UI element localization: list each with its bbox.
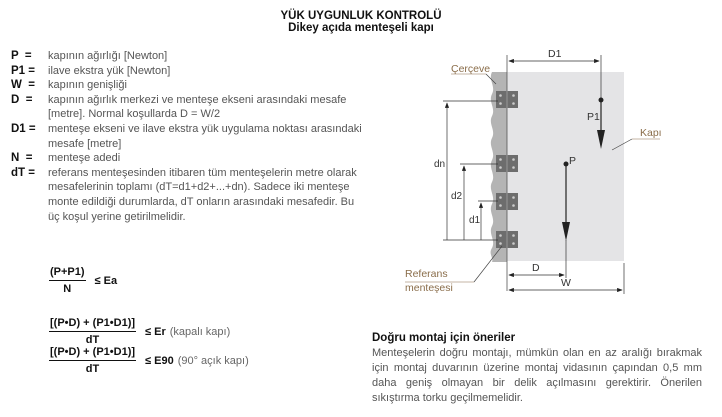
hinge-2	[496, 193, 518, 210]
definition-d1: D1 = menteşe ekseni ve ilave ekstra yük …	[11, 122, 366, 151]
D-label: D	[532, 262, 540, 274]
definition-p: P = kapının ağırlığı [Newton]	[11, 49, 366, 64]
W-label: W	[561, 277, 571, 289]
definition-symbol: D =	[11, 93, 33, 106]
definition-n: N = menteşe adedi	[11, 151, 366, 166]
numerator: (P+P1)	[49, 266, 86, 281]
p1-arrow-icon	[597, 130, 605, 149]
definition-text: kapının genişliği	[48, 79, 127, 92]
numerator: [(P•D) + (P1•D1)]	[49, 317, 137, 332]
definition-p1: P1 = ilave ekstra yük [Newton]	[11, 64, 366, 79]
reference-hinge-leader	[473, 245, 503, 283]
frame-label: Çerçeve	[451, 63, 490, 75]
hinge-reference	[496, 231, 518, 248]
formula-er: [(P•D) + (P1•D1)] dT ≤ Er (kapalı kapı)	[49, 317, 230, 347]
definition-text: kapının ağırlık merkezi ve menteşe eksen…	[48, 93, 347, 121]
definition-symbol: D1 =	[11, 122, 36, 135]
definition-dt: dT = referans menteşesinden itibaren tüm…	[11, 166, 366, 224]
fraction: (P+P1) N	[49, 266, 86, 296]
fraction: [(P•D) + (P1•D1)] dT	[49, 346, 137, 376]
frame-leader	[485, 73, 497, 85]
fraction: [(P•D) + (P1•D1)] dT	[49, 317, 137, 347]
definition-w: W = kapının genişliği	[11, 78, 366, 93]
reference-hinge-label-line1: Referans	[405, 268, 448, 280]
definitions-list: P = kapının ağırlığı [Newton] P1 = ilave…	[11, 49, 366, 224]
hinge-n	[496, 155, 518, 172]
dn-label: dn	[434, 159, 445, 170]
P1-label: P1	[587, 111, 600, 123]
recommendations-text: Menteşelerin doğru montajı, mümkün olan …	[372, 347, 702, 404]
relation: ≤ Er	[145, 326, 166, 338]
recommendations-title: Doğru montaj için öneriler	[372, 332, 516, 344]
page-subtitle: Dikey açıda menteşeli kapı	[288, 22, 434, 34]
formula-ea: (P+P1) N ≤ Ea	[49, 266, 117, 296]
relation: ≤ E90	[145, 355, 174, 367]
numerator: [(P•D) + (P1•D1)]	[49, 346, 137, 361]
door-leader	[611, 138, 633, 151]
formula-e90: [(P•D) + (P1•D1)] dT ≤ E90 (90° açık kap…	[49, 346, 249, 376]
reference-hinge-label-line2: menteşesi	[405, 282, 453, 294]
definition-symbol: P1 =	[11, 64, 35, 77]
definition-symbol: N =	[11, 152, 33, 165]
d1-label: d1	[469, 215, 481, 226]
definition-symbol: P =	[11, 50, 32, 62]
definition-symbol: W =	[11, 79, 35, 92]
denominator: dT	[85, 363, 100, 375]
d2-label: d2	[451, 191, 463, 202]
page-title: YÜK UYGUNLUK KONTROLÜ	[280, 10, 442, 22]
definition-text: kapının ağırlığı [Newton]	[48, 50, 168, 62]
definition-d: D = kapının ağırlık merkezi ve menteşe e…	[11, 93, 366, 122]
relation-note: (kapalı kapı)	[169, 326, 231, 338]
definition-text: menteşe adedi	[48, 152, 121, 165]
p-arrow-icon	[562, 222, 570, 241]
denominator: dT	[85, 334, 100, 346]
relation-note: (90° açık kapı)	[177, 355, 249, 367]
P-label: P	[569, 155, 576, 167]
definition-symbol: dT =	[11, 166, 35, 179]
definition-text: ilave ekstra yük [Newton]	[48, 64, 171, 77]
D1-label: D1	[548, 48, 562, 60]
hinge-top	[496, 91, 518, 108]
relation: ≤ Ea	[94, 275, 118, 287]
definition-text: menteşe ekseni ve ilave ekstra yük uygul…	[48, 122, 362, 150]
door-label: Kapı	[640, 127, 662, 139]
definition-text: referans menteşesinden itibaren tüm ment…	[48, 166, 357, 223]
denominator: N	[63, 283, 72, 295]
